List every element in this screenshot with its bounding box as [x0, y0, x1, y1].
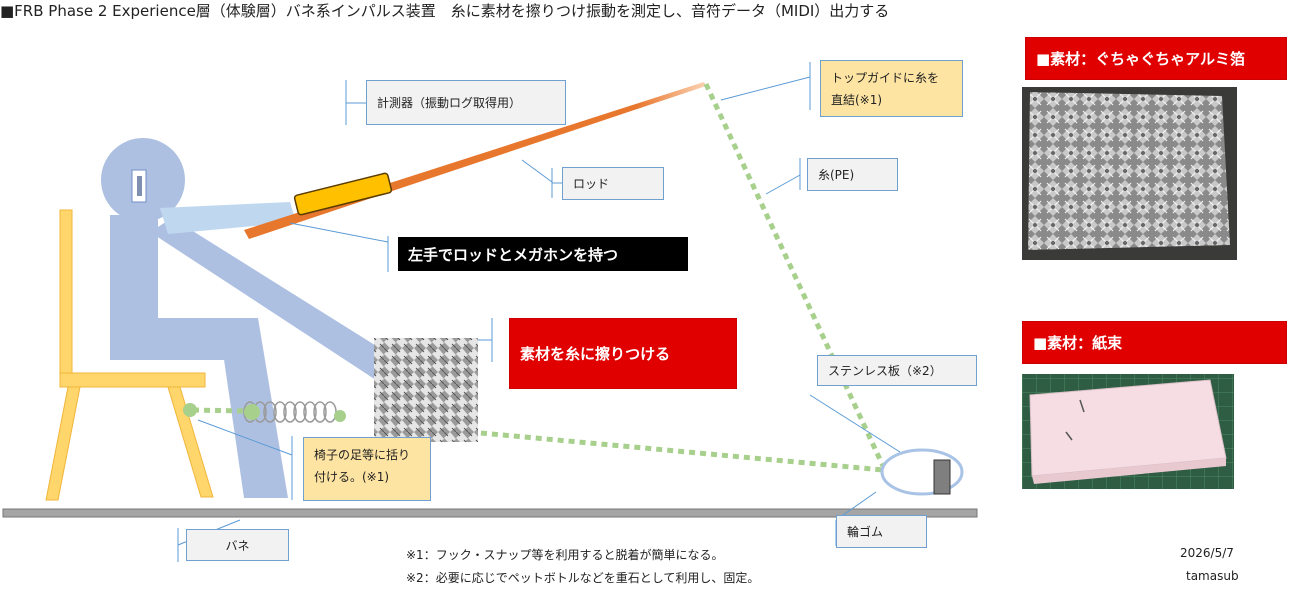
foil-sample	[374, 338, 478, 442]
measuring-device-callout: 計測器（振動ログ取得用）	[366, 80, 566, 125]
foil-photo	[1022, 87, 1237, 260]
pe-line-callout: 糸(PE)	[807, 158, 898, 191]
chair-tie-callout: 椅子の足等に括り 付ける。(※1)	[303, 437, 431, 501]
spring-end-left	[244, 404, 260, 420]
spring-end-right	[334, 410, 346, 422]
footer-author: tamasub	[1186, 569, 1239, 583]
rub-material-instruction: 素材を糸に擦りつける	[509, 318, 737, 389]
spring-callout: バネ	[186, 529, 289, 561]
pe-line	[192, 82, 886, 473]
footer-date: 2026/5/7	[1180, 546, 1234, 560]
rubber-band	[880, 448, 964, 496]
chair-tie-line-2: 付ける。(※1)	[314, 470, 390, 484]
chair	[45, 209, 214, 501]
rubber-band-callout: 輪ゴム	[836, 515, 927, 548]
paper-material-heading: ■素材：紙束	[1022, 321, 1287, 364]
stainless-plate-callout: ステンレス板（※2）	[817, 355, 977, 386]
left-arm	[160, 202, 296, 234]
footnote-2: ※2：必要に応じでペットボトルなどを重石として利用し、固定。	[406, 571, 760, 585]
top-guide-line-1: トップガイドに糸を	[831, 71, 940, 85]
diagram-title: ■FRB Phase 2 Experience層（体験層）バネ系インパルス装置 …	[0, 2, 890, 20]
rod-callout: ロッド	[562, 167, 664, 200]
floor	[2, 508, 978, 518]
vibration-sensor	[293, 172, 393, 216]
footnote-1: ※1：フック・スナップ等を利用すると脱着が簡単になる。	[406, 548, 724, 562]
top-guide-callout: トップガイドに糸を 直結(※1)	[820, 60, 963, 117]
spring-hook-left	[183, 403, 197, 417]
chair-tie-line-1: 椅子の足等に括り	[314, 448, 411, 462]
stainless-plate	[933, 459, 951, 495]
seated-figure	[101, 138, 402, 498]
foil-material-heading: ■素材：ぐちゃぐちゃアルミ箔	[1025, 37, 1287, 80]
paper-stack-photo	[1022, 374, 1234, 489]
top-guide-line-2: 直結(※1)	[831, 93, 883, 107]
left-hand-instruction: 左手でロッドとメガホンを持つ	[398, 237, 688, 271]
